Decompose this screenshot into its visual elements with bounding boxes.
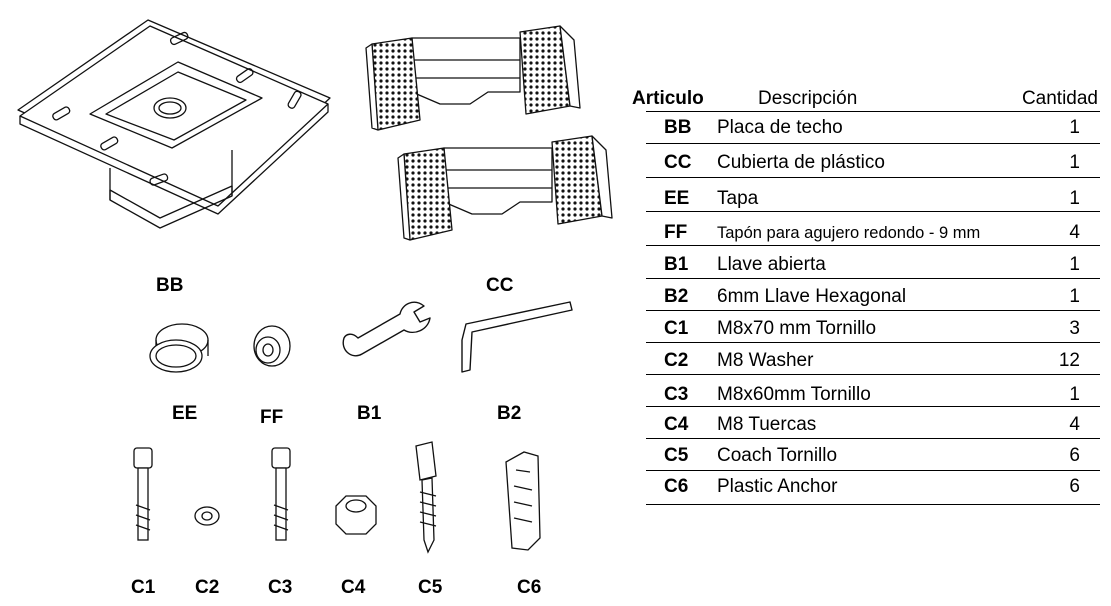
row-description: Coach Tornillo	[717, 445, 838, 466]
row-rule	[646, 177, 1100, 178]
row-quantity: 4	[1069, 414, 1080, 435]
row-rule	[646, 143, 1100, 144]
row-quantity: 1	[1069, 384, 1080, 405]
row-rule	[646, 211, 1100, 212]
row-rule	[646, 470, 1100, 471]
row-quantity: 12	[1058, 350, 1080, 371]
row-quantity: 1	[1069, 152, 1080, 173]
part-label-ee: EE	[172, 403, 198, 424]
row-quantity: 1	[1069, 286, 1080, 307]
part-label-c4: C4	[341, 577, 366, 598]
row-rule	[646, 374, 1100, 375]
row-quantity: 6	[1069, 445, 1080, 466]
row-code: BB	[664, 117, 692, 138]
row-rule	[646, 245, 1100, 246]
part-label-bb: BB	[156, 275, 184, 296]
row-code: CC	[664, 152, 692, 173]
row-code: C6	[664, 476, 689, 497]
row-quantity: 6	[1069, 476, 1080, 497]
row-rule	[646, 406, 1100, 407]
part-label-c5: C5	[418, 577, 443, 598]
row-description: Cubierta de plástico	[717, 152, 885, 173]
row-code: C2	[664, 350, 689, 371]
row-code: FF	[664, 222, 688, 243]
row-code: C5	[664, 445, 689, 466]
row-quantity: 1	[1069, 254, 1080, 275]
row-description: M8 Tuercas	[717, 414, 817, 435]
row-rule	[646, 438, 1100, 439]
row-description: M8 Washer	[717, 350, 814, 371]
part-label-b1: B1	[357, 403, 382, 424]
part-label-cc: CC	[486, 275, 514, 296]
row-code: B1	[664, 254, 689, 275]
header-code: Articulo	[632, 88, 704, 109]
row-description: Plastic Anchor	[717, 476, 838, 497]
row-quantity: 4	[1069, 222, 1080, 243]
row-description: M8x70 mm Tornillo	[717, 318, 877, 339]
row-code: C3	[664, 384, 689, 405]
header-quantity: Cantidad	[1021, 88, 1098, 109]
row-description: 6mm Llave Hexagonal	[717, 286, 907, 307]
row-description: Llave abierta	[717, 254, 826, 275]
row-description: Tapa	[717, 188, 759, 209]
row-rule	[646, 278, 1100, 279]
row-code: C1	[664, 318, 689, 339]
row-rule	[646, 310, 1100, 311]
row-description: Placa de techo	[717, 117, 843, 138]
row-code: EE	[664, 188, 690, 209]
part-label-b2: B2	[497, 403, 522, 424]
row-rule	[646, 504, 1100, 505]
row-rule	[646, 342, 1100, 343]
part-label-ff: FF	[260, 407, 284, 428]
part-label-c1: C1	[131, 577, 156, 598]
ceiling-plate-illustration	[17, 19, 613, 554]
row-quantity: 1	[1069, 117, 1080, 138]
row-code: C4	[664, 414, 689, 435]
row-quantity: 3	[1069, 318, 1080, 339]
part-label-c2: C2	[195, 577, 220, 598]
row-description: M8x60mm Tornillo	[717, 384, 871, 405]
header-rule	[646, 111, 1100, 112]
part-label-c6: C6	[517, 577, 542, 598]
row-description: Tapón para agujero redondo - 9 mm	[717, 224, 981, 242]
part-label-c3: C3	[268, 577, 293, 598]
header-description: Descripción	[758, 88, 858, 109]
row-code: B2	[664, 286, 689, 307]
row-quantity: 1	[1069, 188, 1080, 209]
